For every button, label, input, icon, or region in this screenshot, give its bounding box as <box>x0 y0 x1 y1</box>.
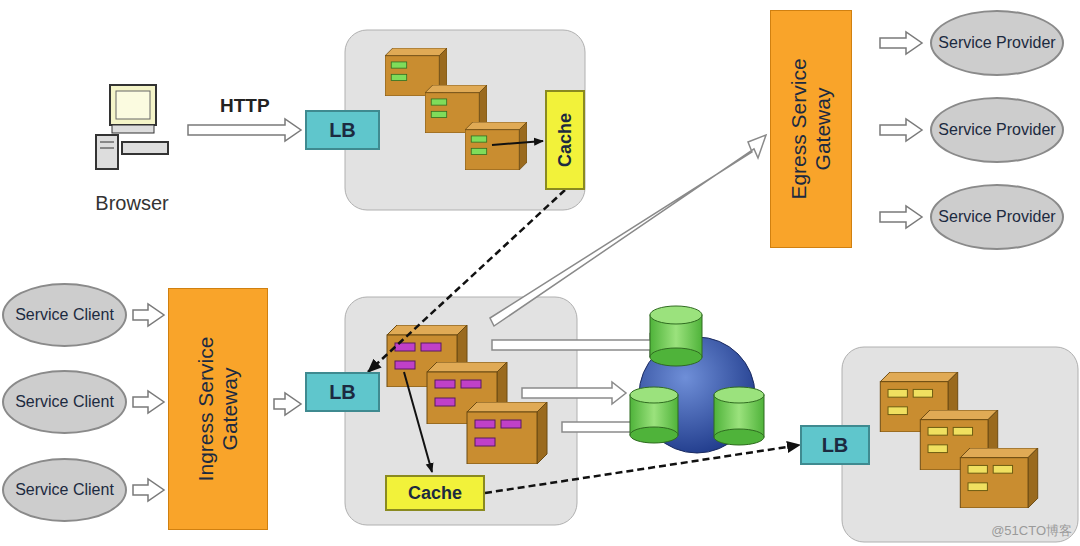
node-text: Service Client <box>15 306 114 324</box>
node-text: Service Provider <box>938 34 1055 52</box>
gateway-box: Ingress Service Gateway <box>168 288 268 530</box>
service-client: Service Client <box>2 370 127 434</box>
watermark: @51CTO博客 <box>991 522 1072 540</box>
hollow-arrow <box>490 135 766 326</box>
node-text: Service Client <box>15 481 114 499</box>
cache-box: Cache <box>385 475 485 511</box>
cache-box: Cache <box>545 90 585 190</box>
computer-icon <box>92 80 172 175</box>
node-text: LB <box>822 434 849 457</box>
hollow-arrow <box>274 393 301 415</box>
edge-label: HTTP <box>218 95 272 117</box>
dashed-connector <box>485 445 800 493</box>
node-text: Service Provider <box>938 208 1055 226</box>
load-balancer: LB <box>800 425 870 465</box>
node-text: Service Provider <box>938 121 1055 139</box>
hollow-arrow <box>188 119 301 141</box>
node-text: Cache <box>408 483 462 504</box>
node-text: Egress Service Gateway <box>787 22 835 236</box>
node-text: Ingress Service Gateway <box>194 300 242 518</box>
node-text: LB <box>329 381 356 404</box>
server-region <box>345 30 585 210</box>
database-cluster <box>630 306 764 453</box>
service-provider: Service Provider <box>930 10 1064 76</box>
load-balancer: LB <box>305 372 380 412</box>
hollow-arrow <box>880 32 922 54</box>
browser-client: Browser <box>82 80 182 215</box>
node-text: LB <box>329 119 356 142</box>
server-region <box>842 347 1078 542</box>
hollow-arrow <box>133 304 164 326</box>
gateway-box: Egress Service Gateway <box>770 10 852 248</box>
hollow-arrow <box>133 479 164 501</box>
hollow-arrow <box>880 119 922 141</box>
node-text: Browser <box>95 192 168 215</box>
service-provider: Service Provider <box>930 184 1064 250</box>
service-client: Service Client <box>2 283 127 347</box>
hollow-arrow <box>880 206 922 228</box>
node-text: Cache <box>555 102 576 178</box>
node-text: Service Client <box>15 393 114 411</box>
dashed-connector <box>368 190 565 372</box>
service-provider: Service Provider <box>930 97 1064 163</box>
hollow-arrow <box>133 391 164 413</box>
load-balancer: LB <box>305 110 380 150</box>
service-client: Service Client <box>2 458 127 522</box>
